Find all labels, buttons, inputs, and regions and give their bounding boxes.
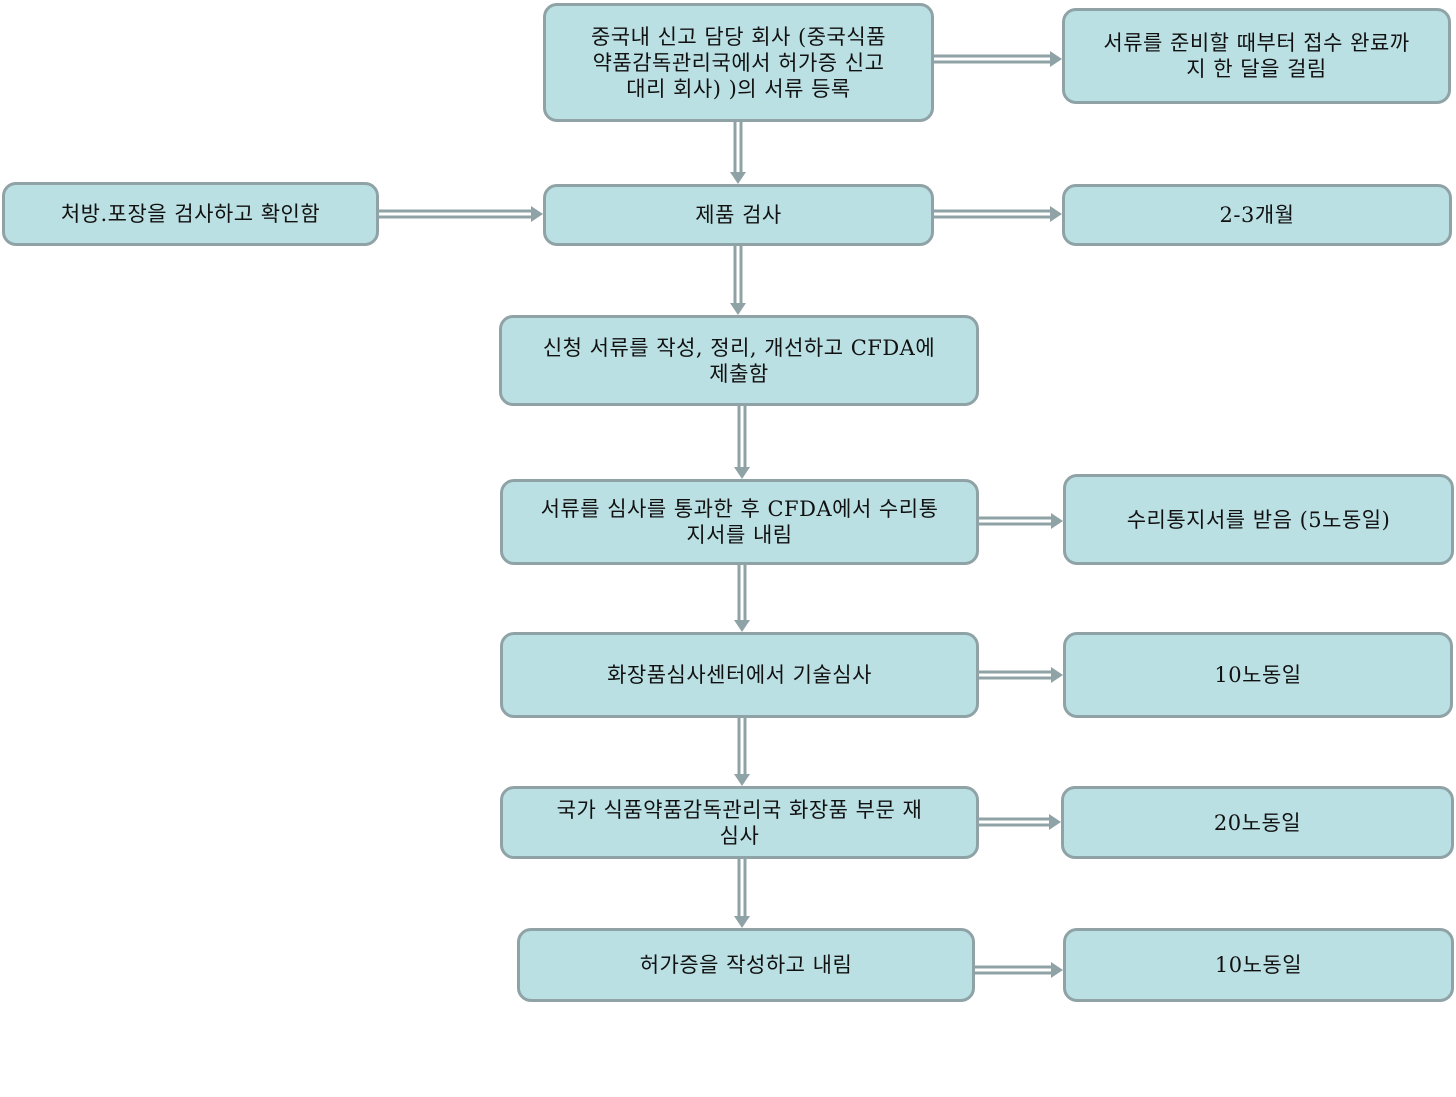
node-technical-review: 화장품심사센터에서 기술심사 <box>500 632 979 718</box>
arrow-rereview-to-time <box>979 814 1061 830</box>
node-register: 중국내 신고 담당 회사 (중국식품 약품감독관리국에서 허가증 신고 대리 회… <box>543 3 934 122</box>
node-technical-review-time: 10노동일 <box>1063 632 1453 718</box>
node-issue: 허가증을 작성하고 내림 <box>517 928 975 1002</box>
arrow-inspection-to-submit <box>730 246 746 315</box>
arrow-technical-to-rereview <box>734 718 750 786</box>
node-inspection-time: 2-3개월 <box>1062 184 1452 246</box>
arrow-rereview-to-issue <box>734 859 750 928</box>
arrow-submit-to-acceptance <box>734 406 750 479</box>
node-acceptance-time: 수리통지서를 받음 (5노동일) <box>1063 474 1454 565</box>
node-issue-time: 10노동일 <box>1063 928 1454 1002</box>
arrow-acceptance-to-time <box>979 513 1063 529</box>
node-inspect-input: 처방.포장을 검사하고 확인함 <box>2 182 379 246</box>
arrow-input-to-inspection <box>379 206 543 222</box>
node-submit: 신청 서류를 작성, 정리, 개선하고 CFDA에 제출함 <box>499 315 979 406</box>
node-product-inspection: 제품 검사 <box>543 184 934 246</box>
arrow-issue-to-time <box>975 962 1063 978</box>
node-acceptance: 서류를 심사를 통과한 후 CFDA에서 수리통 지서를 내림 <box>500 479 979 565</box>
node-re-review-time: 20노동일 <box>1061 786 1454 859</box>
arrow-register-to-note <box>934 51 1062 67</box>
arrow-technical-to-time <box>979 667 1063 683</box>
arrow-inspection-to-time <box>934 206 1062 222</box>
arrow-acceptance-to-technical <box>734 565 750 632</box>
node-re-review: 국가 식품약품감독관리국 화장품 부문 재 심사 <box>500 786 979 859</box>
arrow-register-to-inspection <box>730 122 746 184</box>
node-register-note: 서류를 준비할 때부터 접수 완료까 지 한 달을 걸림 <box>1062 8 1451 104</box>
